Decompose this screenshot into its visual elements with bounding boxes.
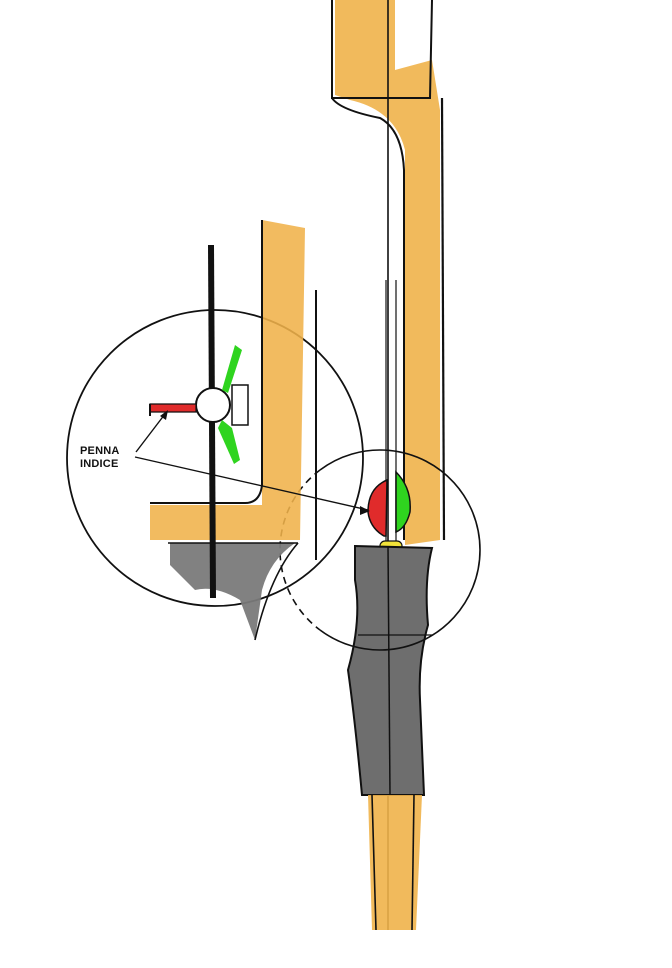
magnified-detail-circle — [66, 309, 364, 607]
detail-limb-wood — [150, 220, 305, 540]
index-feather — [367, 478, 388, 537]
index-feather-label-line2: INDICE — [80, 458, 119, 470]
index-feather-label: PENNA INDICE — [80, 445, 120, 471]
small-detail-circle — [319, 449, 481, 651]
bow-lower-limb — [368, 794, 422, 931]
detail-grip — [170, 543, 295, 640]
detail-cock-feather-upper — [222, 345, 242, 393]
detail-index-feather — [149, 403, 197, 413]
index-feather-label-line1: PENNA — [80, 445, 120, 457]
detail-arrow-section — [195, 387, 231, 423]
detail-cock-feather-lower — [218, 420, 240, 464]
bow-upper-limb — [331, 0, 446, 545]
label-leader-lines — [134, 413, 369, 511]
cock-feather — [395, 470, 411, 534]
bow-grip — [346, 544, 434, 796]
